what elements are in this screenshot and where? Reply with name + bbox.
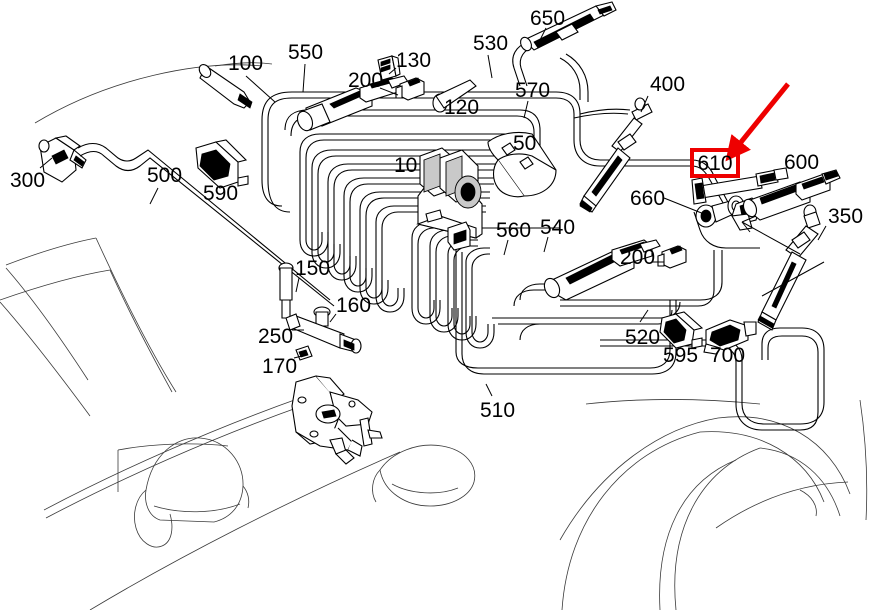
highlight-box-610[interactable]: 610 xyxy=(690,148,740,178)
part-50-reservoir xyxy=(487,131,557,198)
leader-line-170 xyxy=(293,355,303,359)
callout-label-200a: 200 xyxy=(348,69,384,92)
callout-label-400: 400 xyxy=(650,73,686,96)
part-170-clip xyxy=(295,345,313,361)
leader-line-300 xyxy=(39,157,53,169)
callout-label-250: 250 xyxy=(258,325,294,348)
part-595-clip xyxy=(659,311,704,349)
leader-line-540 xyxy=(543,236,549,253)
callout-label-300: 300 xyxy=(10,169,46,192)
leader-line-510 xyxy=(485,383,493,397)
leader-line-595 xyxy=(675,329,679,341)
part-100-hose xyxy=(198,64,253,109)
callout-label-560: 560 xyxy=(496,219,532,242)
leader-line-160 xyxy=(329,313,337,323)
callout-label-595: 595 xyxy=(663,344,699,367)
callout-label-510: 510 xyxy=(480,399,516,422)
callout-label-200b: 200 xyxy=(620,246,656,269)
car-body-ghost xyxy=(0,62,868,610)
leader-line-350 xyxy=(817,225,827,241)
part-650-cylinder xyxy=(520,1,617,52)
leader-line-650 xyxy=(539,27,547,41)
part-590-clip xyxy=(195,139,249,189)
callout-label-590: 590 xyxy=(203,182,239,205)
leader-line-200a xyxy=(379,87,399,96)
callout-label-660: 660 xyxy=(630,187,666,210)
part-160-plug xyxy=(313,306,331,327)
callout-label-50: 50 xyxy=(513,132,537,155)
leader-line-570 xyxy=(523,100,529,119)
highlight-label-610: 610 xyxy=(697,151,733,175)
part-200-fitting-a xyxy=(395,77,425,101)
part-150-plug xyxy=(278,262,294,319)
callout-label-600: 600 xyxy=(784,151,820,174)
callout-label-160: 160 xyxy=(336,294,372,317)
leader-line-400 xyxy=(640,95,649,113)
roof-latch-mechanism xyxy=(291,375,383,465)
callout-label-350: 350 xyxy=(828,205,864,228)
part-10-pump-assembly xyxy=(416,147,483,251)
callout-label-530: 530 xyxy=(473,32,509,55)
callout-label-10: 10 xyxy=(394,154,418,177)
leader-line-130 xyxy=(388,67,397,75)
leader-line-520 xyxy=(639,309,649,323)
part-130-clip xyxy=(377,55,401,81)
callout-label-650: 650 xyxy=(530,7,566,30)
leader-line-150 xyxy=(295,277,300,293)
callout-label-120: 120 xyxy=(444,96,480,119)
callout-label-550: 550 xyxy=(288,41,324,64)
part-600-cylinder xyxy=(742,169,841,221)
part-500-line xyxy=(77,142,335,307)
callout-label-100: 100 xyxy=(228,52,264,75)
callout-label-700: 700 xyxy=(710,344,746,367)
callout-label-570: 570 xyxy=(515,79,551,102)
callout-label-150: 150 xyxy=(295,257,331,280)
hydraulic-line-bundle xyxy=(261,41,825,431)
part-300-bracket xyxy=(38,135,87,183)
leader-line-660 xyxy=(663,197,705,215)
leader-line-500 xyxy=(149,187,159,205)
callout-label-520: 520 xyxy=(625,326,661,349)
leader-line-700 xyxy=(721,329,725,341)
part-400-cylinder xyxy=(579,97,653,213)
part-200-fitting-b xyxy=(657,245,687,269)
part-350-cylinder xyxy=(741,204,825,331)
leader-line-550 xyxy=(302,63,306,93)
part-120-hose-end xyxy=(432,79,477,113)
callout-leader-lines xyxy=(39,27,827,397)
callout-label-500: 500 xyxy=(147,164,183,187)
part-700-clip xyxy=(703,319,757,355)
leader-line-530 xyxy=(487,54,493,79)
callout-label-170: 170 xyxy=(262,355,298,378)
part-540-cylinder xyxy=(543,239,661,301)
callout-label-540: 540 xyxy=(540,216,576,239)
leader-line-100 xyxy=(245,75,276,103)
callout-label-130: 130 xyxy=(396,49,432,72)
part-250-cylinder xyxy=(285,313,362,354)
leader-line-560 xyxy=(503,239,509,256)
